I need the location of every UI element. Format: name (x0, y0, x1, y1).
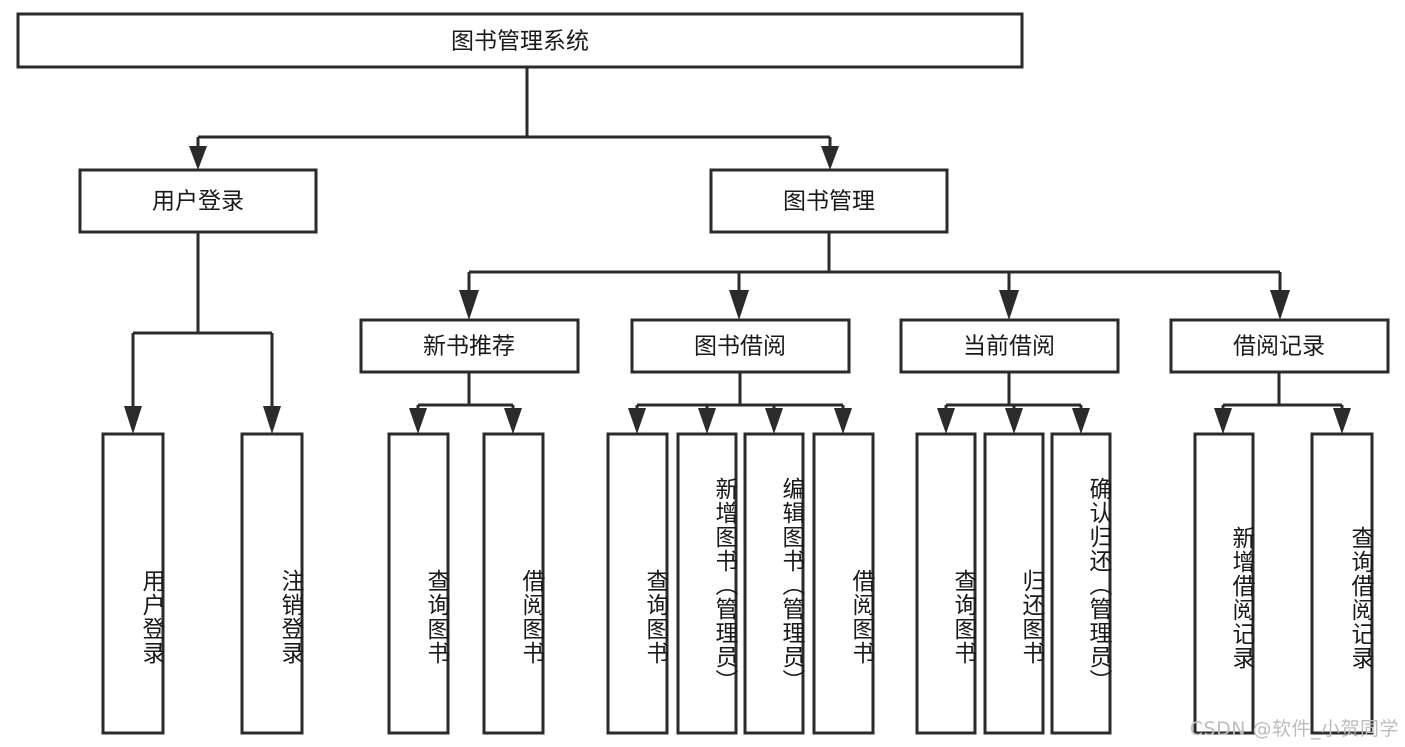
node-user-login-label: 用户登录 (152, 189, 244, 215)
connector-borrow-record-to-leaves (1214, 372, 1351, 434)
node-new-book-recommend-box[interactable] (359, 318, 580, 374)
node-book-manage[interactable]: 图书管理 (709, 168, 949, 234)
leaf-box-book-borrow-0[interactable] (606, 432, 669, 735)
leaf-box-current-borrow-0[interactable] (915, 432, 977, 735)
leaf-box-book-borrow-1[interactable] (676, 432, 738, 735)
node-root-label: 图书管理系统 (451, 29, 589, 55)
node-book-borrow[interactable]: 图书借阅 (630, 318, 851, 374)
arrow-to-user-login (189, 146, 207, 170)
leaf-box-book-borrow-2[interactable] (743, 432, 805, 735)
leaf-box-borrow-record-1[interactable] (1310, 432, 1374, 735)
node-root-box[interactable] (16, 12, 1024, 69)
node-new-book-recommend-label: 新书推荐 (423, 334, 515, 360)
node-book-manage-label: 图书管理 (783, 189, 875, 215)
node-user-login-box[interactable] (78, 168, 318, 234)
connector-root-to-level2 (189, 67, 839, 170)
connector-current-borrow-to-leaves (937, 372, 1090, 434)
connector-user-login-to-leaves (124, 232, 281, 434)
node-borrow-record[interactable]: 借阅记录 (1169, 318, 1390, 374)
arrow-to-book-manage (821, 146, 839, 170)
node-new-book-recommend[interactable]: 新书推荐 (359, 318, 580, 374)
leaf-box-borrow-record-0[interactable] (1193, 432, 1255, 735)
connector-new-book-recommend-to-leaves (409, 372, 522, 434)
node-current-borrow-box[interactable] (899, 318, 1120, 374)
leaf-box-new-book-0[interactable] (387, 432, 450, 735)
connector-book-manage-to-level3 (459, 232, 1290, 320)
leaf-box-user-login-1[interactable] (240, 432, 304, 735)
leaf-box-new-book-1[interactable] (482, 432, 545, 735)
node-borrow-record-label: 借阅记录 (1233, 334, 1325, 360)
csdn-watermark: CSDN @软件_小贺同学 (1189, 718, 1399, 740)
leaf-box-book-borrow-3[interactable] (812, 432, 875, 735)
node-current-borrow[interactable]: 当前借阅 (899, 318, 1120, 374)
node-current-borrow-label: 当前借阅 (963, 334, 1055, 360)
node-book-borrow-label: 图书借阅 (694, 334, 786, 360)
leaf-box-current-borrow-1[interactable] (983, 432, 1045, 735)
node-user-login[interactable]: 用户登录 (78, 168, 318, 234)
node-root[interactable]: 图书管理系统 (16, 12, 1024, 69)
leaf-box-user-login-0[interactable] (101, 432, 165, 735)
connector-book-borrow-to-leaves (628, 372, 852, 434)
leaf-box-current-borrow-2[interactable] (1050, 432, 1112, 735)
